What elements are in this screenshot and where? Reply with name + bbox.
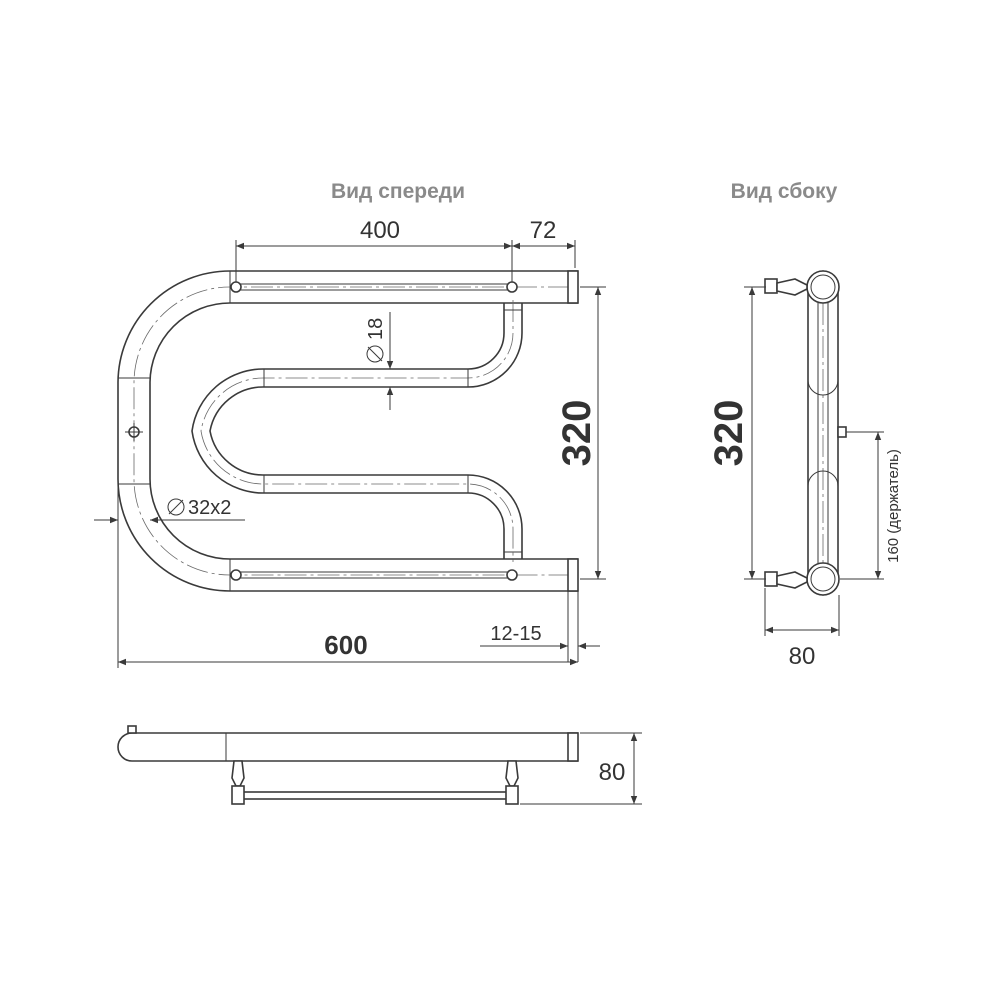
dimension-400-72: 400 72 — [235, 217, 576, 282]
side-view: Вид сбоку 320 160 (держатель) — [707, 180, 902, 670]
diameter-icon — [366, 345, 384, 363]
diameter-icon — [167, 498, 185, 516]
lower-rail — [239, 791, 509, 800]
dimension-18: 18 — [365, 312, 394, 410]
dim-400-label: 400 — [360, 217, 400, 244]
dim-600-label: 600 — [324, 630, 367, 660]
dimension-600: 600 — [117, 479, 578, 668]
front-view: Вид спереди — [94, 180, 606, 668]
front-view-title: Вид спереди — [331, 180, 465, 203]
connector-top-icon — [764, 278, 808, 296]
pipe-section-bottom-icon — [806, 562, 840, 596]
dim-320-front-label: 320 — [555, 400, 599, 467]
dim-32x2-label: 32x2 — [188, 497, 231, 519]
dim-18-label: 18 — [365, 318, 387, 340]
dim-80-top-label: 80 — [599, 759, 626, 786]
dim-80-side-label: 80 — [789, 643, 816, 670]
valve-top-icon — [127, 725, 137, 734]
dimension-320-front: 320 — [555, 286, 606, 580]
dim-72-label: 72 — [530, 217, 557, 244]
dim-12-15-label: 12-15 — [490, 623, 541, 645]
dimension-12-15: 12-15 — [480, 591, 600, 662]
small-pipe-s — [191, 300, 523, 562]
dimension-32x2: 32x2 — [94, 497, 245, 524]
connector-right-icon — [505, 760, 519, 805]
dim-160-holder-label: 160 (держатель) — [885, 449, 902, 563]
large-pipe-u — [117, 270, 579, 592]
connector-left-icon — [231, 760, 245, 805]
side-view-title: Вид сбоку — [731, 180, 838, 203]
holder-icon — [837, 426, 847, 438]
connector-bottom-icon — [764, 571, 808, 589]
top-view: 80 — [117, 725, 642, 805]
pipe-section-top-icon — [806, 270, 840, 304]
dim-320-side-label: 320 — [707, 400, 751, 467]
